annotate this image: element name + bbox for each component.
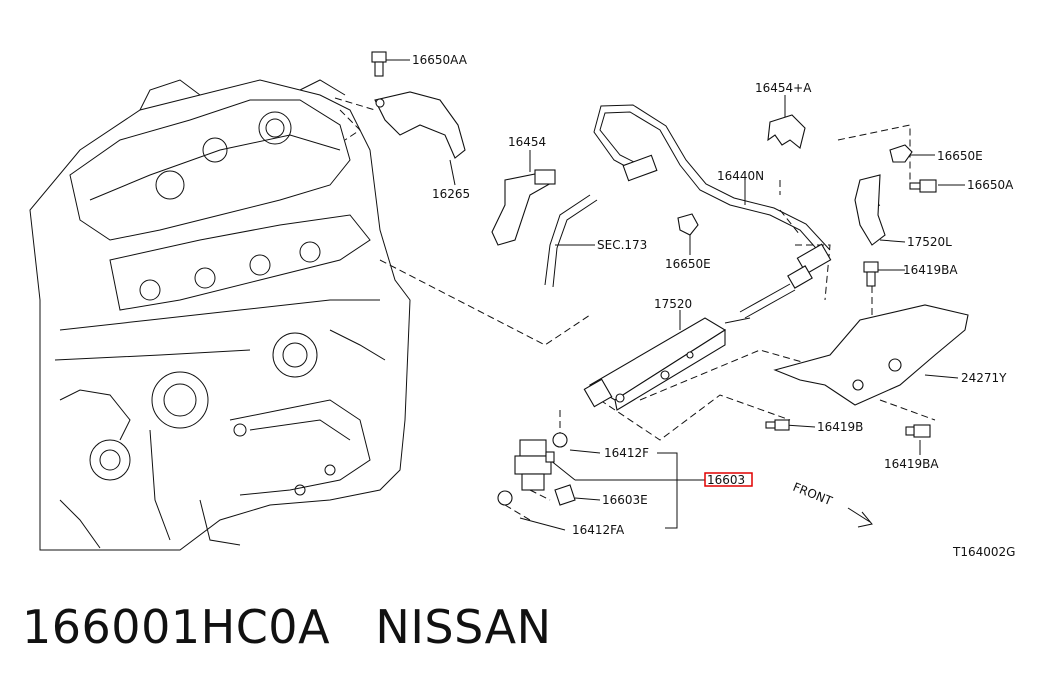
bracket-24271Y <box>773 304 969 406</box>
part-number-caption: 166001HC0A NISSAN <box>22 600 552 654</box>
label-24271Y: 24271Y <box>961 371 1007 385</box>
bracket-16265 <box>374 91 466 159</box>
engine-block-illustration <box>29 79 411 551</box>
label-16265: 16265 <box>432 187 470 201</box>
sec173-hose <box>544 194 598 288</box>
label-17520L: 17520L <box>907 235 952 249</box>
leader-lines <box>385 59 965 531</box>
label-16603E: 16603E <box>602 493 648 507</box>
parts-diagram: FRONT 16650AA 16265 16454 16454+A 16650E… <box>29 51 1015 559</box>
label-16454-A: 16454+A <box>755 81 812 95</box>
label-16419BA-top: 16419BA <box>903 263 958 277</box>
o-ring-16412FA <box>497 490 513 506</box>
bolt-16419BA-bottom <box>905 424 931 438</box>
clip-16454A <box>767 114 806 149</box>
fuel-injector-16603 <box>514 439 555 491</box>
fuel-rail-17520 <box>583 317 751 411</box>
bolt-16419BA-top <box>863 261 879 287</box>
clip-16650E-mid <box>677 213 699 236</box>
front-label: FRONT <box>791 480 835 509</box>
fuel-hose-16440N <box>593 104 832 319</box>
hose-clamp-end <box>534 169 556 185</box>
label-16650E-mid: 16650E <box>665 257 711 271</box>
bracket-hole <box>888 358 902 372</box>
front-arrow: FRONT <box>791 480 873 528</box>
label-16454: 16454 <box>508 135 546 149</box>
label-16650E-top: 16650E <box>937 149 983 163</box>
diagram-reference-code: T164002G <box>952 545 1015 559</box>
label-16603-highlighted[interactable]: 16603 <box>707 473 745 487</box>
bolt-16650AA <box>371 51 387 77</box>
clip-16650E-top <box>889 144 913 163</box>
label-16412F: 16412F <box>604 446 649 460</box>
bracket-17520L <box>854 174 886 246</box>
label-17520: 17520 <box>654 297 692 311</box>
label-16419B: 16419B <box>817 420 863 434</box>
o-ring-16412F <box>552 432 568 448</box>
label-16419BA-bottom: 16419BA <box>884 457 939 471</box>
label-sec173: SEC.173 <box>597 238 647 252</box>
bolt-16650A <box>909 179 937 193</box>
label-16440N: 16440N <box>717 169 764 183</box>
label-16650A: 16650A <box>967 178 1014 192</box>
label-16412FA: 16412FA <box>572 523 625 537</box>
highlight-box-16603 <box>704 472 753 487</box>
clip-16603E <box>554 484 576 506</box>
bolt-16419B <box>765 419 790 431</box>
bracket-hole <box>375 98 385 108</box>
bracket-hole <box>852 379 864 391</box>
label-16650AA: 16650AA <box>412 53 468 67</box>
